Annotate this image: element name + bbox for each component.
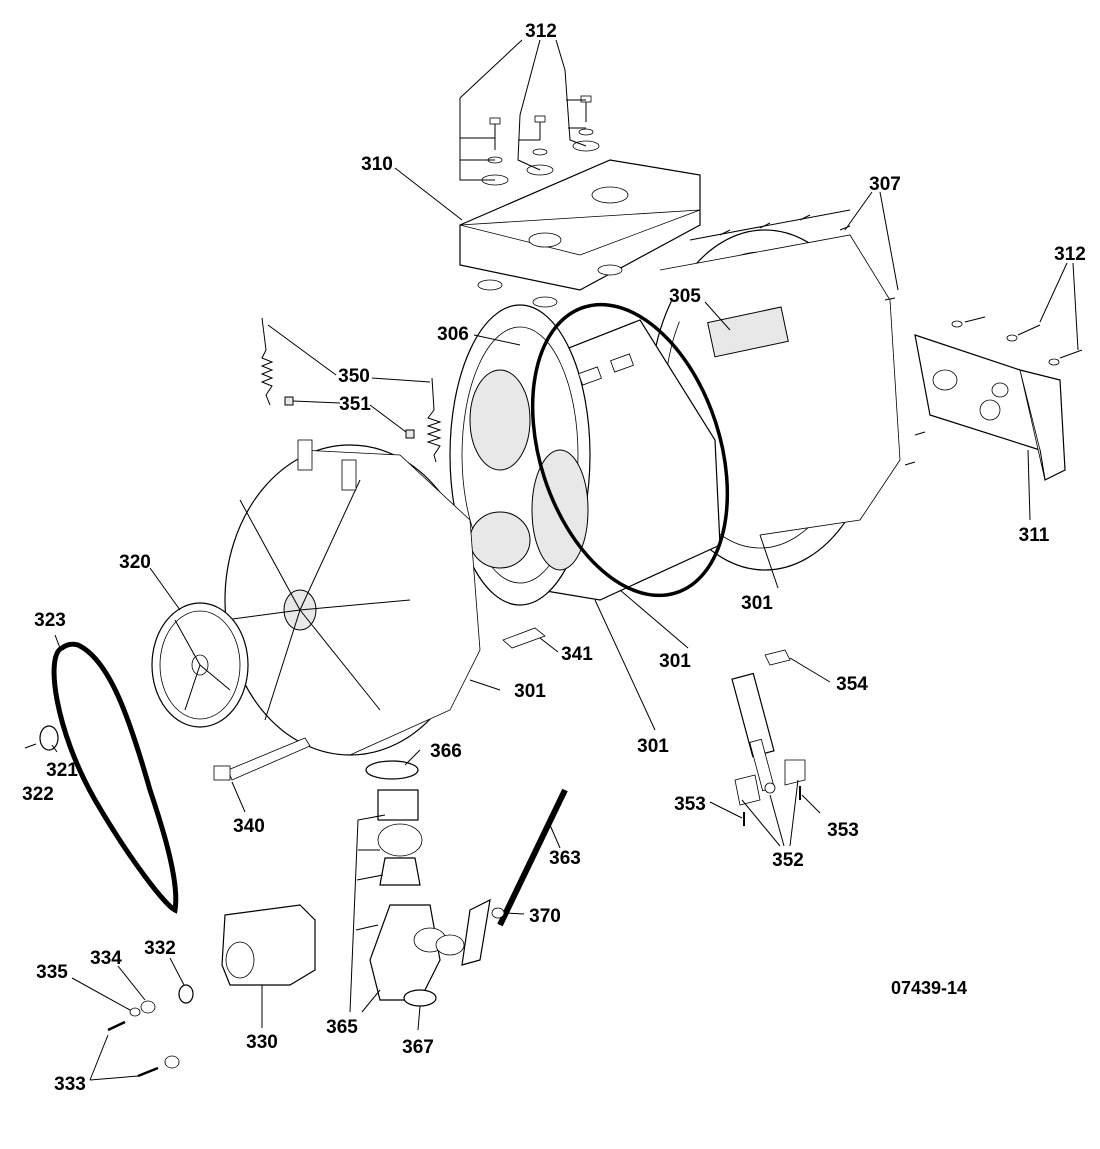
part-334-washer: [140, 1000, 156, 1014]
callout-312-right: 312: [1054, 244, 1086, 265]
callout-352: 352: [772, 850, 804, 871]
part-350-springs: [260, 317, 442, 463]
callout-333: 333: [54, 1074, 86, 1095]
drawing-number: 07439-14: [891, 978, 967, 998]
part-312-top-bolts: [481, 95, 600, 186]
part-333-bolt-upper: [107, 1020, 126, 1032]
callout-354: 354: [836, 674, 868, 695]
callout-341: 341: [561, 644, 593, 665]
part-301-front-tub: [224, 439, 481, 756]
callout-301-rear-tub: 301: [741, 593, 773, 614]
callout-306: 306: [437, 324, 469, 345]
part-365-sump-assembly: [369, 789, 491, 1001]
callout-310: 310: [361, 154, 393, 175]
callout-332: 332: [144, 938, 176, 959]
callout-301-front-tub: 301: [514, 681, 546, 702]
part-335-washer: [129, 1007, 141, 1017]
callout-350: 350: [338, 366, 370, 387]
part-367-ring: [403, 989, 437, 1007]
part-351-plug-right: [405, 429, 415, 439]
callout-301-drum-lower: 301: [637, 736, 669, 757]
callout-340: 340: [233, 816, 265, 837]
callout-320: 320: [119, 552, 151, 573]
callout-366: 366: [430, 741, 462, 762]
part-311-side-counterweight: [914, 334, 1066, 481]
callout-330: 330: [246, 1032, 278, 1053]
part-310-top-counterweight: [459, 159, 701, 308]
callout-311: 311: [1019, 525, 1050, 546]
callout-351: 351: [339, 394, 371, 415]
callout-353-left: 353: [674, 794, 706, 815]
callout-323: 323: [34, 610, 66, 631]
callout-335: 335: [36, 962, 68, 983]
callout-370: 370: [529, 906, 561, 927]
part-354-shock-absorber: [731, 649, 791, 792]
callout-322: 322: [22, 784, 54, 805]
part-333-washer: [164, 1055, 180, 1069]
callout-334: 334: [90, 948, 122, 969]
part-321-washer: [39, 725, 59, 751]
callout-301-drum-upper: 301: [659, 651, 691, 672]
callout-312-top: 312: [525, 21, 557, 42]
part-363-pipe: [497, 788, 568, 927]
callout-367: 367: [402, 1037, 434, 1058]
part-352-brackets: [734, 759, 806, 806]
part-306-drum-ring: [530, 302, 730, 598]
part-322-screw: [24, 743, 37, 749]
part-330-motor: [221, 904, 316, 986]
callout-363: 363: [549, 848, 581, 869]
part-320-pulley: [151, 602, 249, 728]
callout-labels: 312 310 307 312 305 306 350 351 311 301 …: [22, 21, 1086, 1095]
part-340-heater: [213, 737, 311, 781]
callout-321: 321: [46, 760, 78, 781]
part-351-plug-left: [284, 396, 294, 406]
callout-305: 305: [669, 286, 701, 307]
callout-307: 307: [869, 174, 901, 195]
part-301-drum: [449, 304, 721, 606]
part-341-bracket: [502, 627, 546, 649]
part-333-bolt-lower: [137, 1066, 159, 1078]
callout-353-right: 353: [827, 820, 859, 841]
part-370-o-ring: [491, 907, 505, 919]
part-312-side-bolts: [951, 316, 1083, 366]
part-332-grommet: [178, 984, 194, 1004]
part-323-belt: [51, 641, 179, 914]
callout-365: 365: [326, 1017, 358, 1038]
leader-lines: [51, 39, 1079, 1081]
part-366-clamp: [365, 760, 419, 780]
